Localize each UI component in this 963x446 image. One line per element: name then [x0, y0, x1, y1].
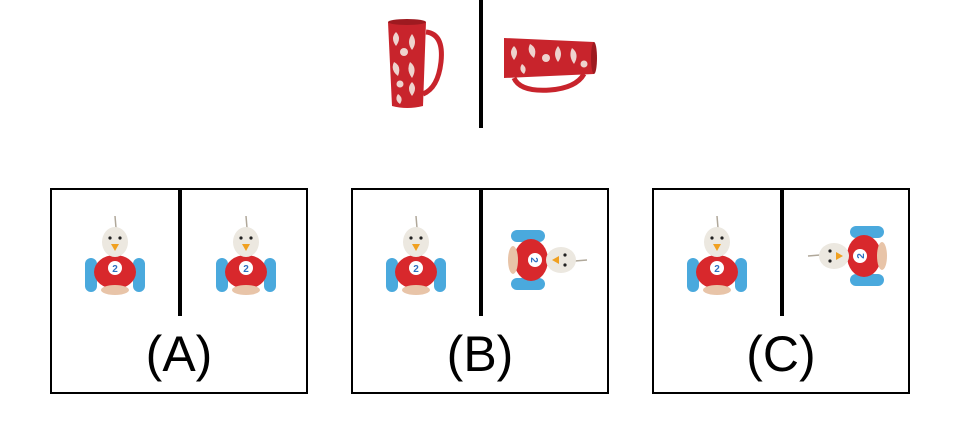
- reference-mug-rotated: [500, 34, 600, 94]
- option-c-label: (C): [746, 326, 816, 382]
- toy-bird-car-rotated-right: 2: [806, 225, 890, 287]
- option-b-label: (B): [446, 326, 514, 382]
- toy-bird-car-upright: 2: [84, 214, 146, 298]
- svg-text:2: 2: [714, 264, 720, 275]
- option-a-label: (A): [145, 326, 213, 382]
- svg-text:2: 2: [528, 257, 539, 263]
- toy-bird-car-upright: 2: [215, 214, 277, 298]
- option-c-divider: [780, 190, 784, 316]
- svg-text:2: 2: [856, 253, 867, 259]
- option-b-panel[interactable]: 2 2 (B): [351, 188, 609, 394]
- svg-text:2: 2: [243, 264, 249, 275]
- reference-divider: [479, 0, 483, 128]
- option-c-panel[interactable]: 2 2 (C): [652, 188, 910, 394]
- option-a-panel[interactable]: 2 2 (A): [50, 188, 308, 394]
- svg-text:2: 2: [112, 264, 118, 275]
- option-b-divider: [479, 190, 483, 316]
- toy-bird-car-upright: 2: [686, 214, 748, 298]
- toy-bird-car-rotated-left: 2: [505, 229, 589, 291]
- toy-bird-car-upright: 2: [385, 214, 447, 298]
- reference-mug-upright: [386, 18, 446, 110]
- svg-text:2: 2: [413, 264, 419, 275]
- option-a-divider: [178, 190, 182, 316]
